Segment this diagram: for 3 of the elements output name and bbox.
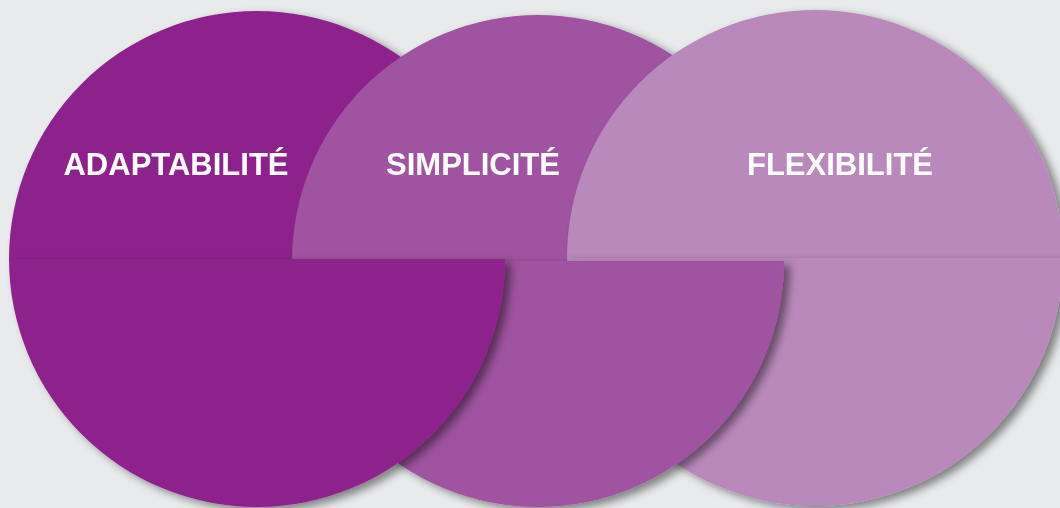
circle-label: SIMPLICITÉ xyxy=(386,147,560,183)
circle-label: ADAPTABILITÉ xyxy=(63,147,289,183)
circle-label: FLEXIBILITÉ xyxy=(747,147,933,183)
